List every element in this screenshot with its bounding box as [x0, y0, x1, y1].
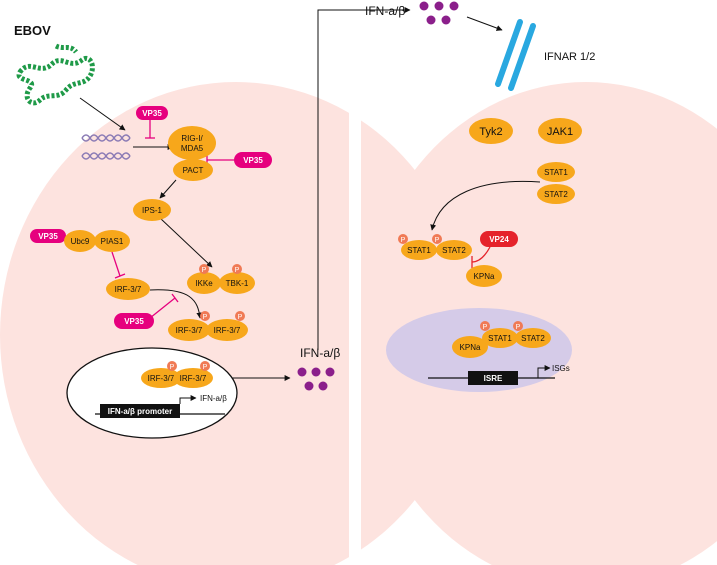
- rig-i-mda5-node: RIG-I/ MDA5: [168, 126, 216, 160]
- svg-text:P: P: [202, 267, 207, 274]
- svg-text:P: P: [170, 364, 175, 371]
- ifn-promoter-box: [100, 404, 180, 418]
- vp35-badge-4: VP35: [114, 313, 154, 329]
- phospho-icon: P P: [199, 264, 242, 274]
- isgf3-complex: KPNa STAT1 STAT2 P P: [452, 321, 551, 358]
- transcription-arrow-right: [537, 365, 551, 378]
- ubc9-node: Ubc9: [64, 230, 96, 252]
- ebov-virus-icon: [16, 43, 95, 106]
- ifn-dots-top: [419, 1, 459, 25]
- svg-text:VP35: VP35: [124, 317, 144, 326]
- ifn-dots-mid: [297, 367, 335, 391]
- ips1-node: IPS-1: [133, 199, 171, 221]
- svg-text:PIAS1: PIAS1: [101, 237, 124, 246]
- left-nucleus: [66, 347, 238, 439]
- svg-text:Ubc9: Ubc9: [71, 237, 90, 246]
- kpna-node: KPNa: [466, 265, 502, 287]
- svg-text:PACT: PACT: [183, 166, 204, 175]
- ikke-node: IKKe: [187, 272, 221, 294]
- svg-text:P: P: [401, 237, 406, 244]
- ifnar-label: IFNAR 1/2: [544, 51, 595, 63]
- arrow-stat-phosphorylation: [430, 180, 541, 231]
- ifnar-receptor-icon: [495, 19, 536, 91]
- arrow-ips-to-ikke: [159, 217, 213, 268]
- svg-text:IKKe: IKKe: [195, 279, 213, 288]
- svg-text:IRF-3/7: IRF-3/7: [214, 326, 241, 335]
- svg-text:P: P: [238, 314, 243, 321]
- svg-text:P: P: [203, 364, 208, 371]
- arrow-pact-to-ips: [159, 179, 177, 199]
- pias1-node: PIAS1: [94, 230, 130, 252]
- inhibit-pias1-irf: [111, 251, 121, 277]
- svg-text:P: P: [483, 324, 488, 331]
- tbk1-node: TBK-1: [219, 272, 255, 294]
- svg-text:STAT1: STAT1: [407, 246, 431, 255]
- svg-text:P: P: [203, 314, 208, 321]
- svg-text:VP35: VP35: [243, 156, 263, 165]
- svg-text:STAT2: STAT2: [442, 246, 466, 255]
- isre-box: [468, 371, 518, 385]
- svg-text:TBK-1: TBK-1: [226, 279, 249, 288]
- inhibit-vp35-irf: [149, 297, 176, 319]
- svg-text:IRF-3/7: IRF-3/7: [180, 374, 207, 383]
- svg-text:RIG-I/: RIG-I/: [181, 134, 203, 143]
- svg-text:VP35: VP35: [142, 109, 162, 118]
- inhibit-vp24-kpna: [471, 246, 491, 268]
- svg-text:STAT1: STAT1: [488, 334, 512, 343]
- ifn-gene-label: IFN-a/β: [200, 394, 227, 403]
- svg-text:IPS-1: IPS-1: [142, 206, 163, 215]
- arrow-ifn-secretion: [317, 7, 411, 350]
- isre-label: ISRE: [484, 374, 503, 383]
- svg-text:IRF-3/7: IRF-3/7: [148, 374, 175, 383]
- vp24-badge: VP24: [480, 231, 518, 247]
- pact-node: PACT: [173, 159, 213, 181]
- svg-text:VP24: VP24: [489, 235, 509, 244]
- svg-text:P: P: [235, 267, 240, 274]
- irf37-dimer: IRF-3/7 IRF-3/7 P P: [168, 311, 248, 341]
- irf37-nuclear-dimer: IRF-3/7 IRF-3/7 P P: [141, 361, 213, 388]
- svg-text:Tyk2: Tyk2: [479, 126, 502, 138]
- stat2-node: STAT2: [537, 184, 575, 204]
- vp35-badge-1: VP35: [136, 106, 168, 120]
- svg-text:IRF-3/7: IRF-3/7: [176, 326, 203, 335]
- svg-text:STAT1: STAT1: [544, 168, 568, 177]
- stat1-node: STAT1: [537, 162, 575, 182]
- svg-text:KPNa: KPNa: [474, 272, 495, 281]
- svg-text:P: P: [435, 237, 440, 244]
- ifn-mid-label: IFN-a/β: [300, 346, 340, 360]
- vp35-badge-2: VP35: [234, 152, 272, 168]
- ifn-top-label: IFN-a/β: [365, 4, 405, 18]
- svg-text:IRF-3/7: IRF-3/7: [115, 285, 142, 294]
- ebov-label: EBOV: [14, 23, 51, 38]
- svg-text:STAT2: STAT2: [521, 334, 545, 343]
- svg-text:JAK1: JAK1: [547, 126, 573, 138]
- svg-text:MDA5: MDA5: [181, 144, 204, 153]
- isgs-label: ISGs: [552, 364, 570, 373]
- cell-gap: [349, 40, 361, 565]
- arrow-ebov-to-rna: [79, 97, 126, 131]
- vp35-badge-3: VP35: [30, 229, 66, 243]
- arrow-irf-to-dimer: [149, 289, 203, 319]
- svg-text:VP35: VP35: [38, 232, 58, 241]
- ifn-promoter-label: IFN-a/β promoter: [108, 407, 172, 416]
- svg-text:STAT2: STAT2: [544, 190, 568, 199]
- irf37-node: IRF-3/7: [106, 278, 150, 300]
- phospho-stat-dimer: STAT1 STAT2 P P: [398, 234, 472, 260]
- viral-rna-icon: [81, 134, 131, 160]
- arrow-ifn-to-receptor: [466, 16, 503, 31]
- svg-text:KPNa: KPNa: [460, 343, 481, 352]
- tyk2-node: Tyk2: [469, 118, 513, 144]
- transcription-arrow-left: [179, 395, 197, 404]
- jak1-node: JAK1: [538, 118, 582, 144]
- svg-text:P: P: [516, 324, 521, 331]
